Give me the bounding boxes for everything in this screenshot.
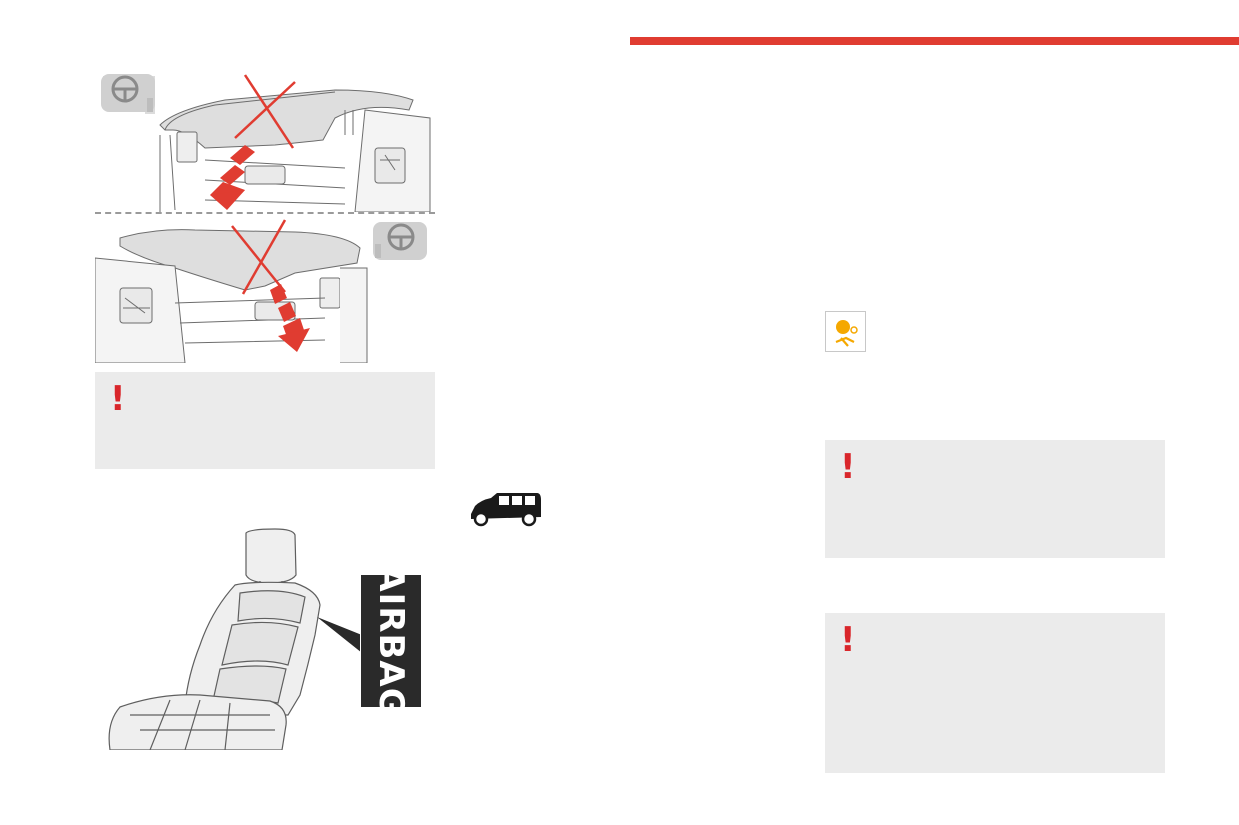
airbag-seat-label: AIRBAG [361,565,421,717]
prohibited-cross [234,74,296,149]
airbag-deploy-arrow [210,145,255,210]
warning-box-1: ! [95,372,435,469]
steering-wheel-badge [101,74,155,114]
steering-wheel-badge [373,222,427,260]
airbag-label-text: AIRBAG [371,565,411,717]
passenger-van-icon [471,493,541,527]
seat-illustration [108,528,360,750]
warning-exclamation-icon: ! [840,620,856,660]
illustration-separator [95,212,435,214]
dashboard-lhd-illustration [101,74,431,212]
warning-exclamation-icon: ! [840,447,856,487]
warning-box-2: ! [825,440,1165,558]
warning-exclamation-icon: ! [110,379,126,419]
warning-box-3: ! [825,613,1165,773]
prohibited-cross [231,219,287,295]
header-accent-bar [630,37,1239,45]
dashboard-rhd-illustration [95,219,427,363]
passenger-airbag-indicator-icon [835,320,858,347]
airbag-label-pointer [317,617,360,652]
passenger-airbag-indicator [825,311,866,352]
